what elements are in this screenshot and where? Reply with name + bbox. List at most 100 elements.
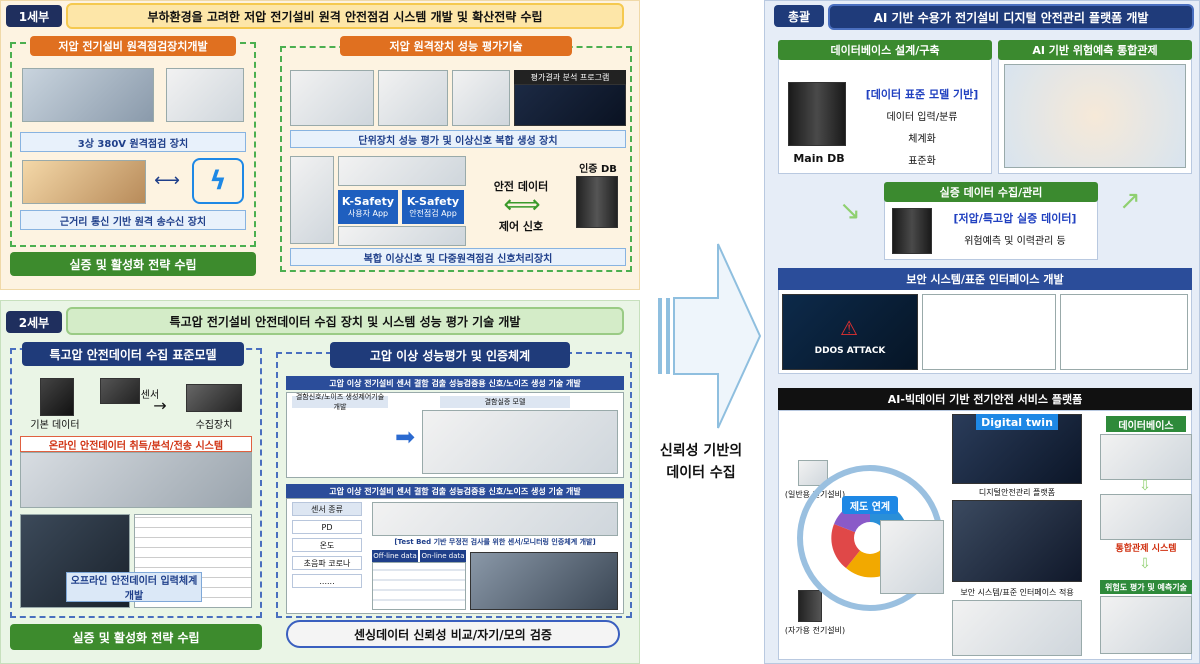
meter-image	[40, 378, 74, 416]
db-title: 데이터베이스 설계/구축	[778, 40, 992, 60]
down-arrow-1-icon: ⇩	[1139, 478, 1151, 494]
s1-right-title: 저압 원격장치 성능 평가기술	[340, 36, 572, 56]
demo-server	[892, 208, 932, 254]
right-db-label: 데이터베이스	[1106, 416, 1186, 432]
testbed-label: [Test Bed 기반 무정전 검사를 위한 센서/모니터링 인증체계 개발]	[394, 538, 596, 546]
sec-title: 보안 시스템/표준 인터페이스 개발	[778, 268, 1192, 290]
sensor-grid-bottom	[338, 226, 466, 246]
auth-db-label: 인증 DB	[579, 163, 617, 175]
panel2-title: 고압 이상 전기설비 센서 결함 검출 성능검증용 신호/노이즈 생성 기술 개…	[286, 484, 624, 498]
self-facility-icon	[798, 590, 822, 622]
s1-left-title: 저압 전기설비 원격점검장치개발	[30, 36, 236, 56]
online-data-label: On-line data	[420, 550, 466, 562]
sensor-grid-top	[338, 156, 466, 186]
general-facility-icon	[798, 460, 828, 486]
center-arrow	[658, 243, 762, 429]
s1-strategy: 실증 및 활성화 전략 수립	[10, 252, 256, 276]
sec-apply-image	[952, 600, 1082, 656]
s1-tag: 1세부	[6, 5, 62, 27]
app1-sub: 사용자 App	[347, 209, 389, 218]
factory-image	[22, 68, 154, 122]
curve-arrow-left-icon: ↘	[839, 196, 861, 226]
p1-arrow-icon: ➡	[394, 423, 416, 451]
ddos-screen	[782, 294, 918, 370]
comm-logo-icon: ϟ	[192, 158, 244, 204]
panel1-title: 고압 이상 전기설비 센서 결함 검출 성능검증용 신호/노이즈 생성 기술 개…	[286, 376, 624, 390]
s2-right-title: 고압 이상 성능평가 및 인증체계	[330, 342, 570, 368]
p1-sub1: 결함신호/노이즈 생성제어기술 개발	[292, 393, 388, 411]
total-tag: 총괄	[774, 5, 824, 27]
self-label: (자가용 전기설비)	[784, 625, 846, 635]
sec-apply-label: 보안 시스템/표준 인터페이스 적용	[960, 587, 1074, 597]
plat-title: AI-빅데이터 기반 전기안전 서비스 플랫폼	[778, 388, 1192, 410]
server-icon	[576, 176, 618, 228]
device-image	[166, 68, 244, 122]
sensor-item: 초음파 코로나	[292, 556, 362, 570]
warning-icon: ⚠	[840, 316, 858, 340]
sensor-kinds-label: 센서 종류	[292, 502, 362, 516]
sensor-device-image	[100, 378, 140, 404]
control-label: 통합관제 시스템	[1115, 543, 1177, 554]
label-comm: 근거리 통신 기반 원격 송수신 장치	[20, 210, 246, 230]
ddos-label: DDOS ATTACK	[814, 346, 886, 356]
app2-title: K-Safety	[406, 195, 460, 208]
program-screen	[514, 84, 626, 126]
sensor-item: PD	[292, 520, 362, 534]
s2-left-title: 특고압 안전데이터 수집 표준모델	[22, 342, 244, 366]
db-item: 체계화	[908, 133, 936, 145]
label-380v: 3상 380V 원격점검 장치	[20, 132, 246, 152]
collect-arrow-icon: →	[153, 395, 167, 415]
risk-image	[1100, 596, 1192, 654]
eval-image-1	[290, 70, 374, 126]
verify-label: 센싱데이터 신뢰성 비교/자기/모의 검증	[286, 620, 620, 648]
center-label-1: 신뢰성 기반의	[659, 443, 743, 459]
online-label: 온라인 안전데이터 취득/분석/전송 시스템	[20, 436, 252, 452]
control-image	[1100, 494, 1192, 540]
collector-label: 수집장치	[195, 419, 233, 431]
curve-arrow-right-icon: ↗	[1119, 186, 1141, 216]
label-complex: 복합 이상신호 및 다중원격점검 신호처리장치	[290, 248, 626, 266]
dt-platform-label: 디지털안전관리 플랫폼	[978, 487, 1056, 497]
collector-image	[186, 384, 242, 412]
app1-title: K-Safety	[341, 195, 395, 208]
db-std-label: [데이터 표준 모델 기반]	[865, 88, 979, 101]
db-box	[778, 48, 992, 174]
demo-sub: [저압/특고압 실증 데이터]	[953, 212, 1077, 225]
p1-sub2: 결함실증 모델	[440, 396, 570, 408]
sensor-item: ......	[292, 574, 362, 588]
online-photos	[20, 452, 252, 508]
document-image	[880, 520, 944, 594]
scatter-chart-image	[1060, 294, 1188, 370]
equipment-photo	[470, 552, 618, 610]
right-db-image	[1100, 434, 1192, 480]
system-link-label: 제도 연계	[842, 496, 898, 514]
s2-title: 특고압 전기설비 안전데이터 수집 장치 및 시스템 성능 평가 기술 개발	[66, 307, 624, 335]
center-label-2: 데이터 수집	[666, 465, 736, 481]
base-data-label: 기본 데이터	[30, 419, 80, 431]
swap-arrow-icon: ⟷	[154, 169, 180, 191]
offline-data-label: Off-line data	[372, 550, 418, 562]
ai-title: AI 기반 위험예측 통합관제	[998, 40, 1192, 60]
risk-label: 위험도 평가 및 예측기술	[1100, 580, 1192, 594]
db-item: 데이터 입력/분류	[886, 111, 958, 123]
dt-platform-image	[952, 500, 1082, 582]
down-arrow-2-icon: ⇩	[1139, 556, 1151, 572]
sensor-grid-left	[290, 156, 334, 244]
total-title: AI 기반 수용가 전기설비 디지털 안전관리 플랫폼 개발	[828, 4, 1194, 30]
main-db-label: Main DB	[793, 151, 845, 165]
sensor-label: 센서	[140, 389, 160, 401]
demo-desc: 위험예측 및 이력관리 등	[964, 235, 1066, 247]
label-eval: 단위장치 성능 평가 및 이상신호 복합 생성 장치	[290, 130, 626, 148]
sensor-item: 온도	[292, 538, 362, 552]
p1-diagram	[422, 410, 618, 474]
offline-label: 오프라인 안전데이터 입력체계 개발	[66, 572, 202, 602]
bidir-arrow-icon: ⟺	[503, 190, 541, 220]
testbed-photos	[372, 502, 618, 536]
safety-data-label: 안전 데이터	[493, 180, 549, 193]
digital-twin-label: Digital twin	[976, 414, 1058, 430]
network-diagram	[922, 294, 1056, 370]
data-list-boxes	[372, 562, 466, 610]
demo-title: 실증 데이터 수집/관리	[884, 182, 1098, 202]
ai-diagram-image	[1004, 64, 1186, 168]
